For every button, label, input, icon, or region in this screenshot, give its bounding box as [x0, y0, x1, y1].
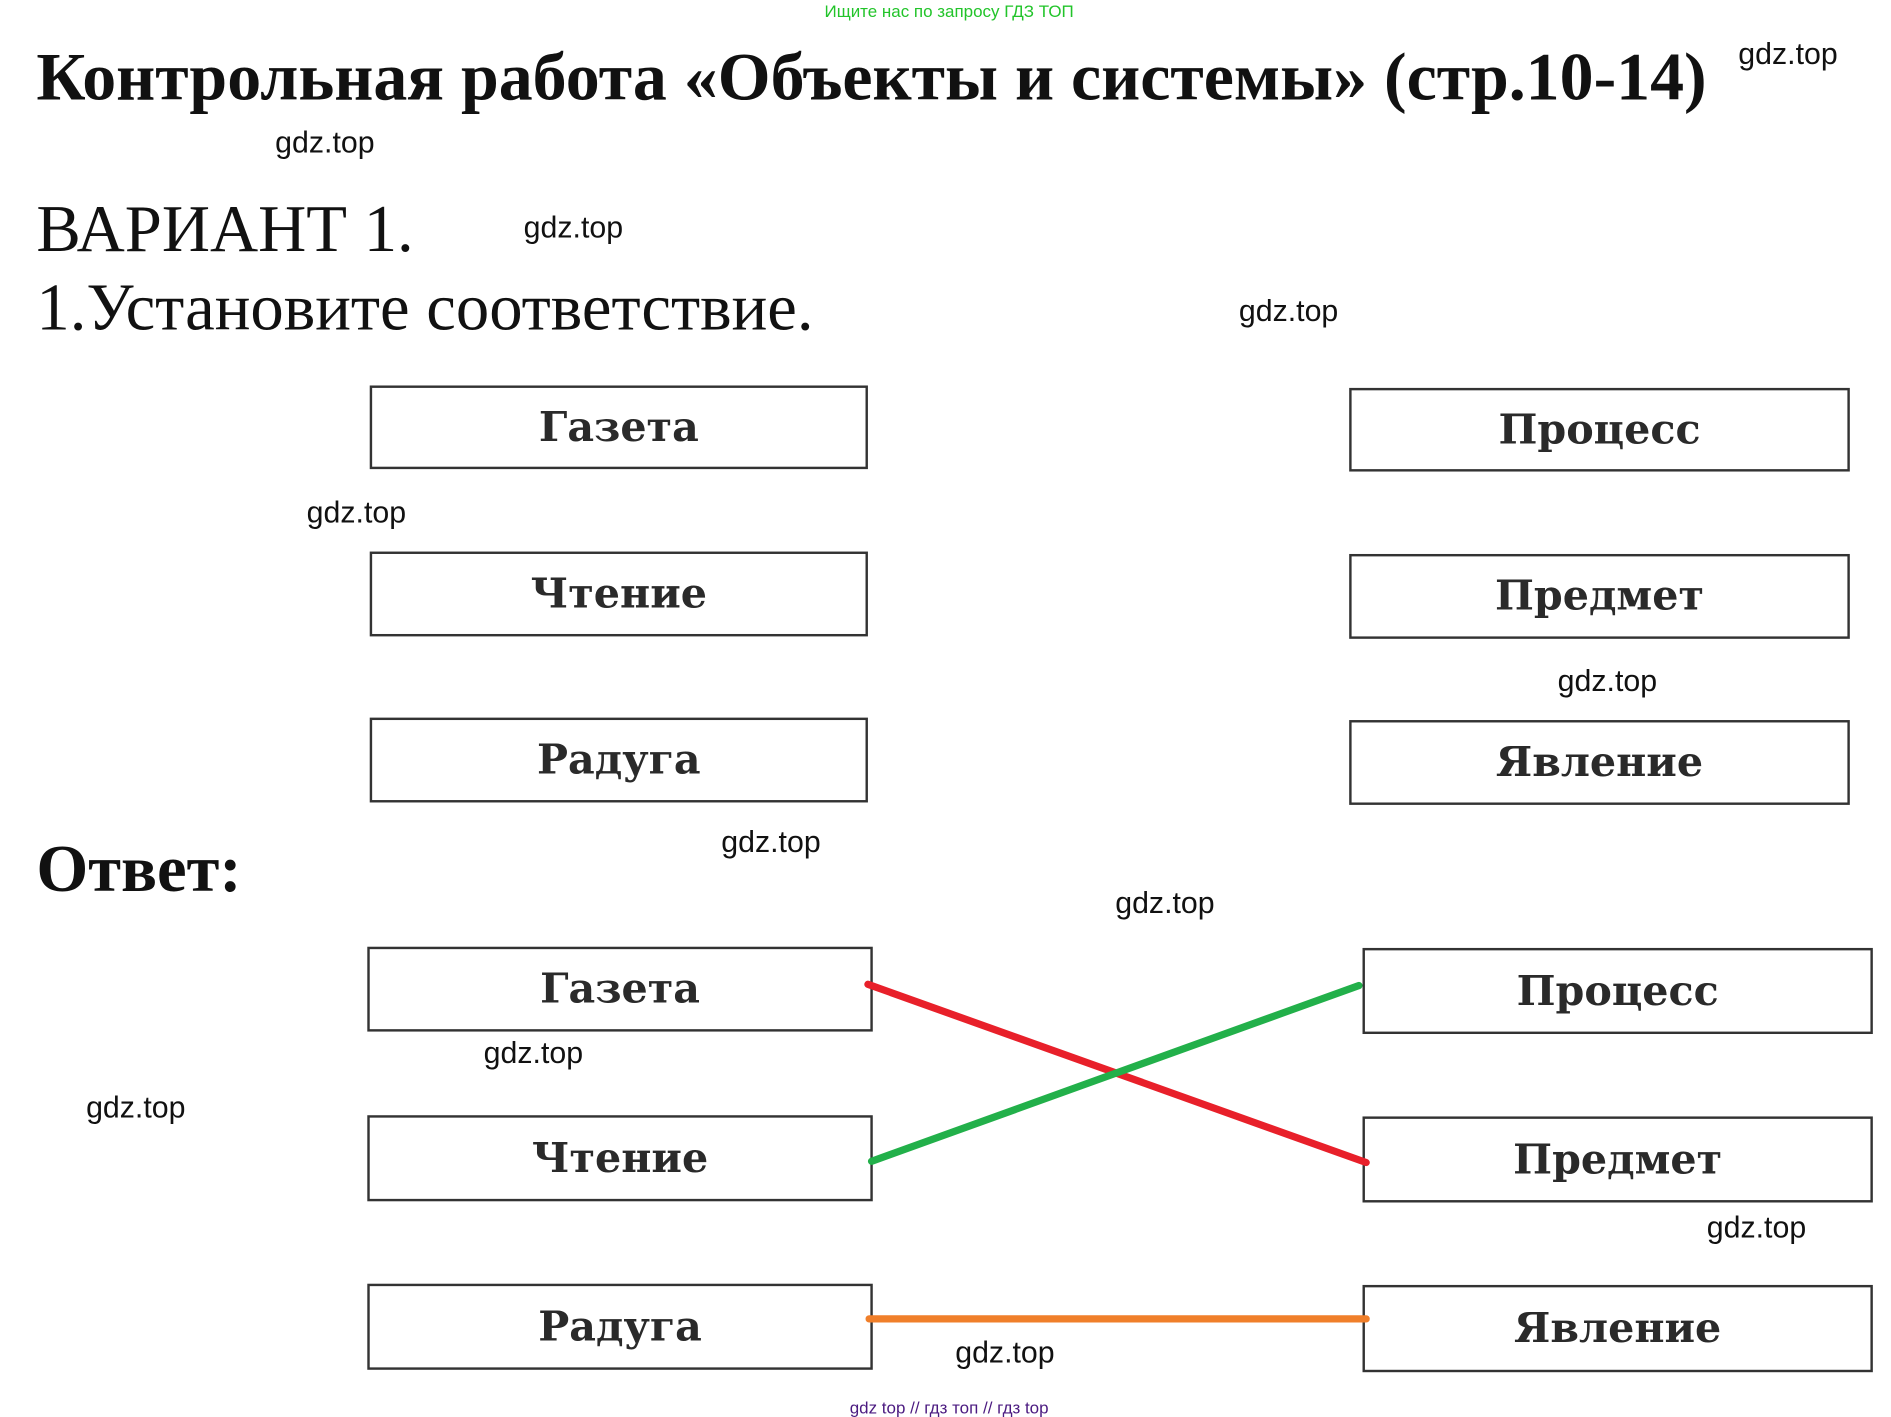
- answer-left-item: Радуга: [367, 1283, 873, 1370]
- watermark: gdz.top: [1238, 294, 1339, 329]
- question-right-item: Явление: [1349, 720, 1850, 805]
- page-title: Контрольная работа «Объекты и системы» (…: [36, 40, 1707, 116]
- question-left-item: Чтение: [369, 551, 868, 637]
- watermark: gdz.top: [483, 1036, 584, 1071]
- question-left-item: Радуга: [369, 717, 868, 803]
- watermark: gdz.top: [1557, 664, 1658, 699]
- header-note: Ищите нас по запросу ГДЗ ТОП: [824, 1, 1074, 21]
- watermark: gdz.top: [1738, 37, 1838, 72]
- answer-left-item: Чтение: [367, 1115, 873, 1202]
- footer-note: gdz top // гдз топ // гдз top: [849, 1397, 1049, 1417]
- task-text: 1.Установите соответствие.: [36, 270, 814, 345]
- watermark: gdz.top: [955, 1335, 1055, 1370]
- watermark: gdz.top: [523, 210, 624, 245]
- question-right-item: Предмет: [1349, 553, 1850, 639]
- watermark: gdz.top: [1115, 886, 1215, 921]
- variant-heading: ВАРИАНТ 1.: [36, 191, 414, 266]
- answer-right-item: Процесс: [1362, 947, 1873, 1035]
- watermark: gdz.top: [306, 495, 407, 530]
- answer-heading: Ответ:: [36, 831, 242, 906]
- watermark: gdz.top: [86, 1090, 186, 1125]
- answer-left-item: Газета: [367, 946, 873, 1032]
- watermark: gdz.top: [275, 126, 375, 161]
- watermark: gdz.top: [1706, 1210, 1807, 1245]
- match-line-chtenie-process: [867, 981, 1363, 1165]
- question-right-item: Процесс: [1349, 387, 1850, 472]
- watermark: gdz.top: [721, 825, 821, 860]
- answer-right-item: Предмет: [1362, 1116, 1873, 1203]
- answer-right-item: Явление: [1362, 1284, 1873, 1373]
- question-left-item: Газета: [369, 385, 868, 470]
